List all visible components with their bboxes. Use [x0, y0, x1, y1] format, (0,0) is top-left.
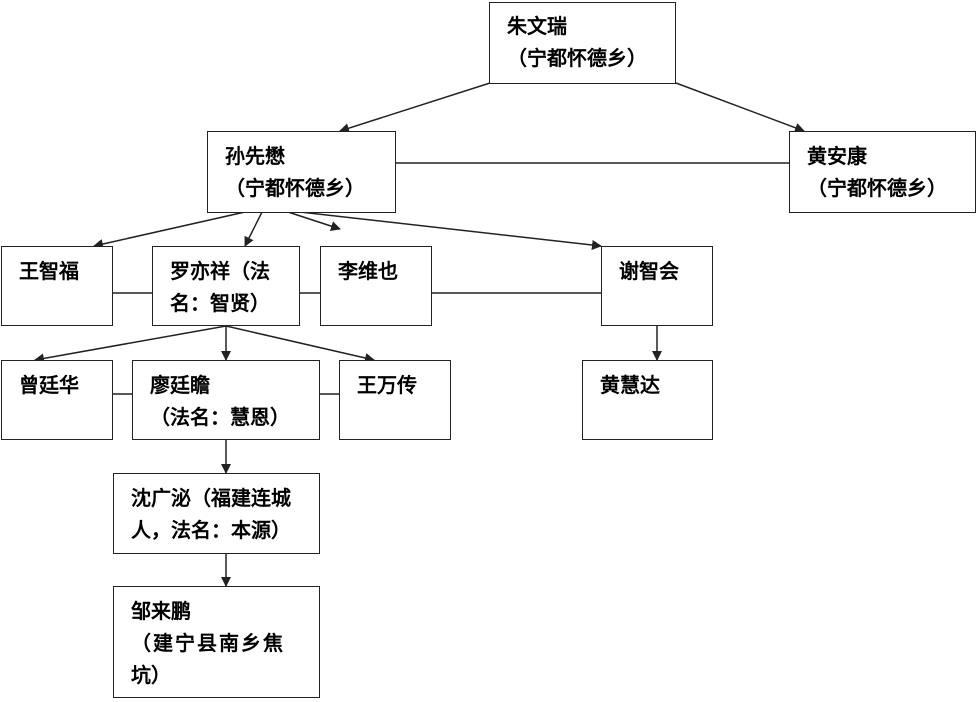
node-line: 廖廷瞻: [150, 373, 210, 397]
node-line: 沈广泌（福建连城: [131, 486, 291, 510]
arrow-sun-to-luo-yixiang: [244, 211, 263, 247]
node-zeng-tinghua: 曾廷华: [1, 360, 113, 440]
node-line: 人，法名：本源）: [131, 518, 291, 542]
node-zou-laipeng: 邹来鹏 （建宁县南乡焦 坑）: [113, 586, 320, 698]
node-huang-ankang: 黄安康 （宁都怀德乡）: [789, 131, 976, 213]
node-line: 李维也: [338, 259, 398, 283]
arrow-sun-to-xie-zhihui: [299, 211, 602, 250]
node-line: 王智福: [19, 259, 79, 283]
node-line: 王万传: [357, 373, 417, 397]
node-zhu-wenrui: 朱文瑞 （宁都怀德乡）: [489, 2, 676, 84]
node-line: （法名：慧恩）: [150, 405, 290, 429]
node-line: 黄安康: [807, 144, 867, 168]
node-wang-zhifu: 王智福: [1, 246, 113, 326]
arrow-sun-to-li-weiye: [287, 211, 341, 231]
node-line: （宁都怀德乡）: [507, 46, 647, 70]
arrow-zhu-to-huang-ankang: [675, 82, 805, 133]
node-line: 曾廷华: [19, 373, 79, 397]
node-line: （宁都怀德乡）: [807, 176, 947, 200]
arrow-luo-to-wang-wanchuan: [225, 325, 375, 363]
node-line: 黄慧达: [600, 373, 660, 397]
node-line: 朱文瑞: [507, 14, 567, 38]
node-huang-huida: 黄慧达: [582, 360, 713, 440]
node-luo-yixiang: 罗亦祥（法 名：智贤）: [152, 246, 300, 326]
node-line: （宁都怀德乡）: [225, 176, 365, 200]
node-line: 名：智贤）: [170, 291, 270, 315]
node-wang-wanchuan: 王万传: [339, 360, 451, 440]
arrow-luo-to-zeng: [34, 325, 227, 364]
node-line: 邹来鹏: [131, 599, 191, 623]
node-line: 谢智会: [619, 259, 679, 283]
node-sun-xianmao: 孙先懋 （宁都怀德乡）: [207, 131, 396, 213]
node-xie-zhihui: 谢智会: [601, 246, 713, 326]
node-line: （建宁县南乡焦: [131, 631, 285, 655]
node-line: 罗亦祥（法: [170, 259, 270, 283]
arrow-sun-to-wang-zhifu: [93, 211, 246, 249]
arrow-zhu-to-sun: [339, 82, 491, 134]
node-line: 孙先懋: [225, 144, 285, 168]
node-liao-tingzhan: 廖廷瞻 （法名：慧恩）: [132, 360, 320, 440]
node-shen-guangbi: 沈广泌（福建连城 人，法名：本源）: [113, 473, 320, 554]
node-li-weiye: 李维也: [320, 246, 432, 326]
node-line: 坑）: [131, 663, 171, 687]
